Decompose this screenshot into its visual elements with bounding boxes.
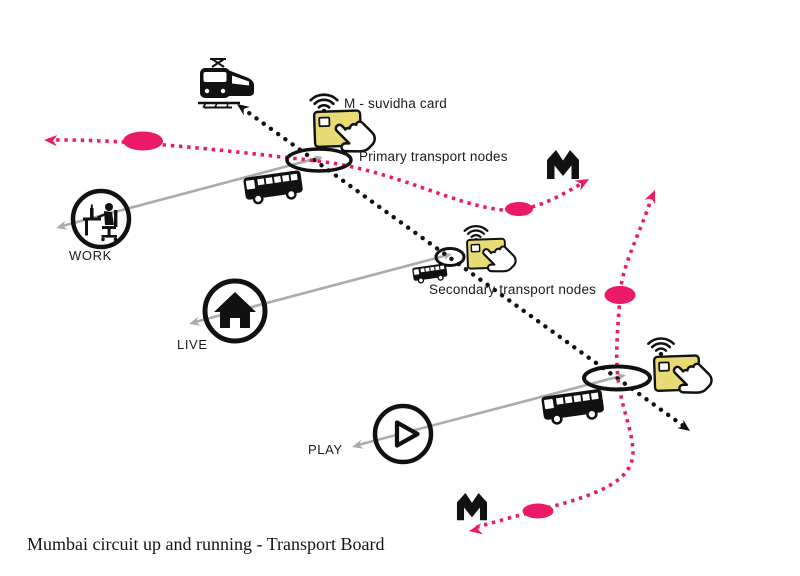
metro-arrowheads (43, 134, 661, 537)
metro-station-dot (522, 503, 554, 519)
commute-arrowheads (54, 153, 627, 452)
contactless-icon (647, 337, 675, 358)
metro-lines (47, 138, 654, 530)
primary-nodes-label: Primary transport nodes (359, 149, 508, 164)
suvidha-card-label: M - suvidha card (344, 96, 447, 111)
secondary-nodes-label: Secondary transport nodes (429, 282, 597, 297)
commute-lines (61, 156, 622, 447)
play-triangle-icon (372, 403, 434, 465)
metro-m-logo (456, 492, 488, 521)
work-label: WORK (69, 248, 112, 263)
bus-icon (411, 262, 449, 285)
primary-node-1 (285, 147, 353, 173)
primary-node-2 (582, 364, 652, 392)
metro-station-dot (123, 131, 163, 151)
transport-nodes (285, 147, 652, 392)
secondary-node (434, 247, 466, 267)
metro-m-logo (547, 150, 579, 179)
live-label: LIVE (177, 337, 208, 352)
metro-station-dot (604, 286, 636, 304)
train-icon (198, 58, 254, 109)
play-label: PLAY (308, 442, 343, 457)
work-desk-icon (70, 188, 132, 250)
metro-station-dot (505, 202, 533, 216)
rail-line (233, 99, 694, 436)
live-house-icon (202, 278, 268, 344)
diagram-caption: Mumbai circuit up and running - Transpor… (27, 534, 385, 554)
metro-station-dots (123, 131, 636, 519)
